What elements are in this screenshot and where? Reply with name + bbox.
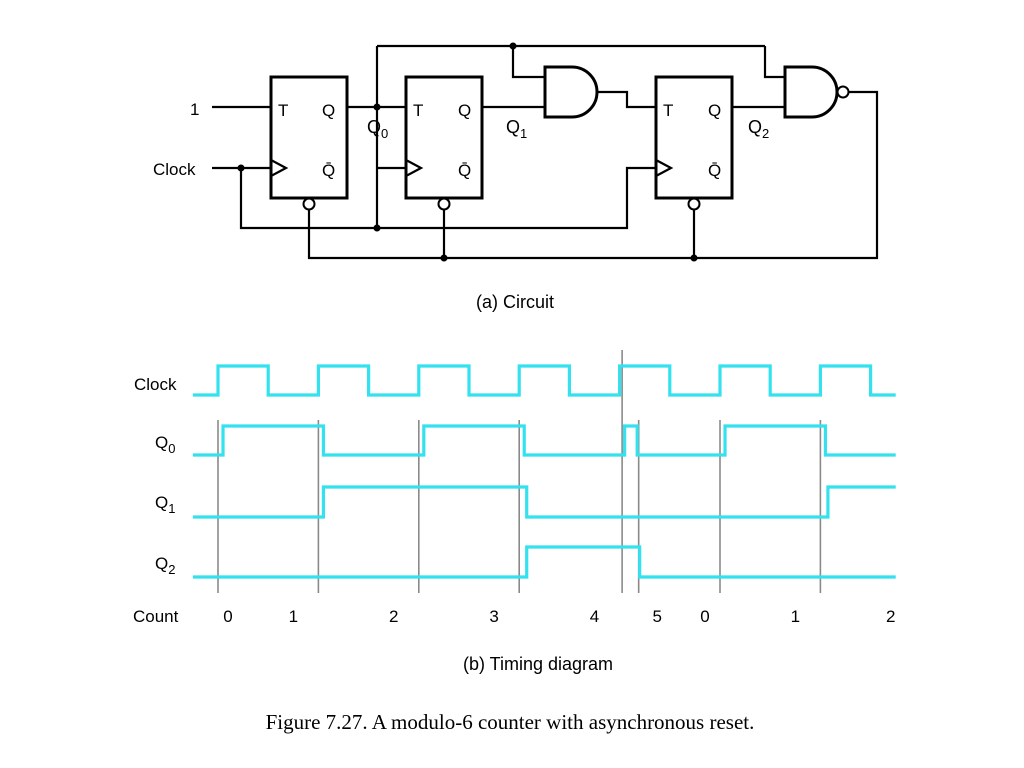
clock-junction <box>237 164 245 172</box>
count-value: 5 <box>653 607 662 626</box>
ff1-qbar-label: Q̄ <box>458 161 471 180</box>
waveform-q2 <box>192 545 896 579</box>
clock-triangle-0 <box>270 159 289 177</box>
reset-junction-2 <box>690 254 698 262</box>
count-value: 1 <box>289 607 298 626</box>
clock-triangle-2 <box>655 159 674 177</box>
q0-to-nand-wire <box>763 46 785 79</box>
signal-label-clock: Clock <box>134 375 177 394</box>
figure-caption: Figure 7.27. A modulo-6 counter with asy… <box>266 710 755 734</box>
clock-input-label: Clock <box>153 160 196 179</box>
clock-triangle-1 <box>405 159 424 177</box>
time-markers <box>217 350 822 593</box>
ff1-q-label: Q <box>458 101 471 120</box>
timing-caption: (b) Timing diagram <box>463 654 613 674</box>
flip-flop-1 <box>404 75 484 200</box>
ff0-t-label: T <box>278 101 288 120</box>
reset-bubble-1 <box>437 197 451 211</box>
and-gate <box>543 65 599 119</box>
waveforms <box>192 364 896 579</box>
waveform-clock <box>192 364 896 397</box>
count-value: 3 <box>489 607 498 626</box>
q0-clock-junction <box>373 224 381 232</box>
reset-line-wire <box>307 90 879 260</box>
clock-bus-wire <box>239 166 656 230</box>
and-to-ff2-wire <box>597 90 656 109</box>
circuit: T Q Q̄ T Q Q̄ T Q Q̄ 1 Clock <box>153 42 879 312</box>
q0-to-and-wire <box>511 46 545 79</box>
waveform-q1 <box>192 485 896 519</box>
count-value: 1 <box>791 607 800 626</box>
ff0-qbar-label: Q̄ <box>322 161 335 180</box>
reset-bubble-2 <box>687 197 701 211</box>
count-label: Count <box>133 607 179 626</box>
signal-label-q0: Q0 <box>155 433 175 456</box>
count-value: 0 <box>223 607 232 626</box>
reset-bubble-0 <box>302 197 316 211</box>
q2-label: Q2 <box>748 117 769 141</box>
signal-label-q2: Q2 <box>155 554 175 577</box>
ff0-q-label: Q <box>322 101 335 120</box>
flip-flop-0 <box>269 75 349 200</box>
signal-label-q1: Q1 <box>155 493 175 516</box>
count-values: 0 1 2 3 4 5 0 1 2 <box>223 607 895 626</box>
count-value: 2 <box>389 607 398 626</box>
ff2-q-label: Q <box>708 101 721 120</box>
count-value: 4 <box>590 607 599 626</box>
reset-junction-1 <box>440 254 448 262</box>
nand-bubble <box>836 85 850 99</box>
q1-label: Q1 <box>506 117 527 141</box>
input-one-label: 1 <box>190 100 199 119</box>
nand-gate <box>783 65 839 119</box>
q0-label: Q0 <box>367 117 388 141</box>
circuit-caption: (a) Circuit <box>476 292 554 312</box>
count-value: 0 <box>700 607 709 626</box>
ff2-qbar-label: Q̄ <box>708 161 721 180</box>
waveform-q0 <box>192 424 896 457</box>
timing-diagram: Clock Q0 Q1 Q2 Count 0 1 2 3 4 5 0 1 2 (b) Timin… <box>133 350 896 674</box>
ff1-t-label: T <box>413 101 423 120</box>
count-value: 2 <box>886 607 895 626</box>
flip-flop-2 <box>654 75 734 200</box>
ff2-t-label: T <box>663 101 673 120</box>
